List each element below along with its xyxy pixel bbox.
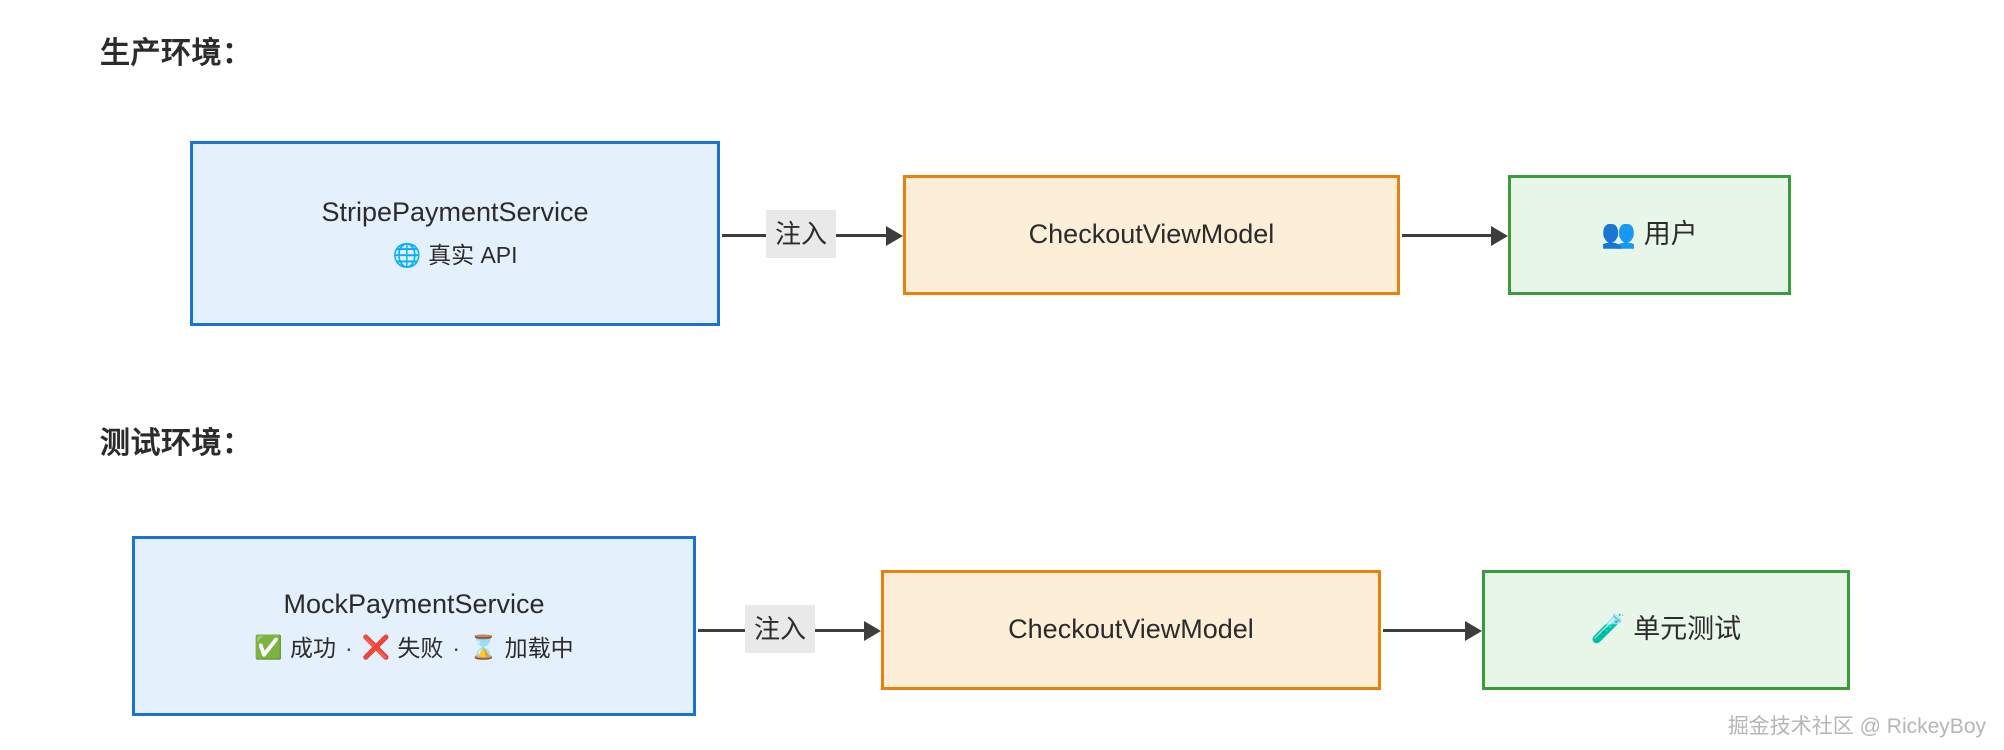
state-label-loading: 加载中 (504, 634, 574, 661)
cross-mark-icon: ❌ (361, 635, 391, 662)
node-stripe-payment-service-subtitle: 🌐 真实 API (392, 241, 517, 271)
node-checkout-viewmodel-production-title: CheckoutViewModel (1028, 219, 1275, 250)
arrow-viewmodel-to-unit-test (1383, 629, 1479, 632)
edge-label-test-inject: 注入 (745, 605, 816, 653)
globe-icon: 🌐 (392, 242, 422, 269)
section-title-test: 测试环境： (100, 427, 253, 460)
node-mock-payment-service-states: ✅ 成功 · ❌ 失败 · ⌛ 加载中 (254, 634, 573, 664)
watermark: 掘金技术社区 @ RickeyBoy (1727, 715, 1986, 738)
node-mock-payment-service-title: MockPaymentService (283, 589, 545, 620)
node-checkout-viewmodel-production[interactable]: CheckoutViewModel (903, 175, 1400, 295)
node-stripe-payment-service-sub-label: 真实 API (428, 242, 518, 269)
state-separator-2: · (452, 634, 460, 661)
test-tube-icon: 🧪 (1590, 612, 1626, 646)
state-separator-1: · (345, 634, 353, 661)
state-label-failure: 失败 (397, 634, 444, 661)
people-icon: 👥 (1601, 217, 1637, 251)
section-title-production: 生产环境： (100, 37, 253, 70)
node-user-content: 👥 用户 (1601, 218, 1697, 252)
node-stripe-payment-service[interactable]: StripePaymentService 🌐 真实 API (190, 141, 720, 326)
node-user[interactable]: 👥 用户 (1508, 175, 1791, 295)
node-mock-payment-service[interactable]: MockPaymentService ✅ 成功 · ❌ 失败 · ⌛ 加载中 (132, 536, 696, 716)
check-mark-icon: ✅ (254, 635, 283, 662)
state-label-success: 成功 (290, 634, 336, 661)
node-stripe-payment-service-title: StripePaymentService (321, 196, 589, 227)
node-unit-test[interactable]: 🧪 单元测试 (1482, 570, 1850, 690)
hourglass-icon: ⌛ (468, 635, 498, 662)
node-checkout-viewmodel-test[interactable]: CheckoutViewModel (881, 570, 1381, 690)
node-unit-test-title: 单元测试 (1633, 614, 1742, 645)
arrow-viewmodel-to-user (1402, 234, 1505, 237)
node-unit-test-content: 🧪 单元测试 (1591, 613, 1741, 647)
node-checkout-viewmodel-test-title: CheckoutViewModel (1008, 614, 1254, 645)
edge-label-production-inject: 注入 (766, 210, 837, 258)
node-user-title: 用户 (1643, 219, 1698, 250)
